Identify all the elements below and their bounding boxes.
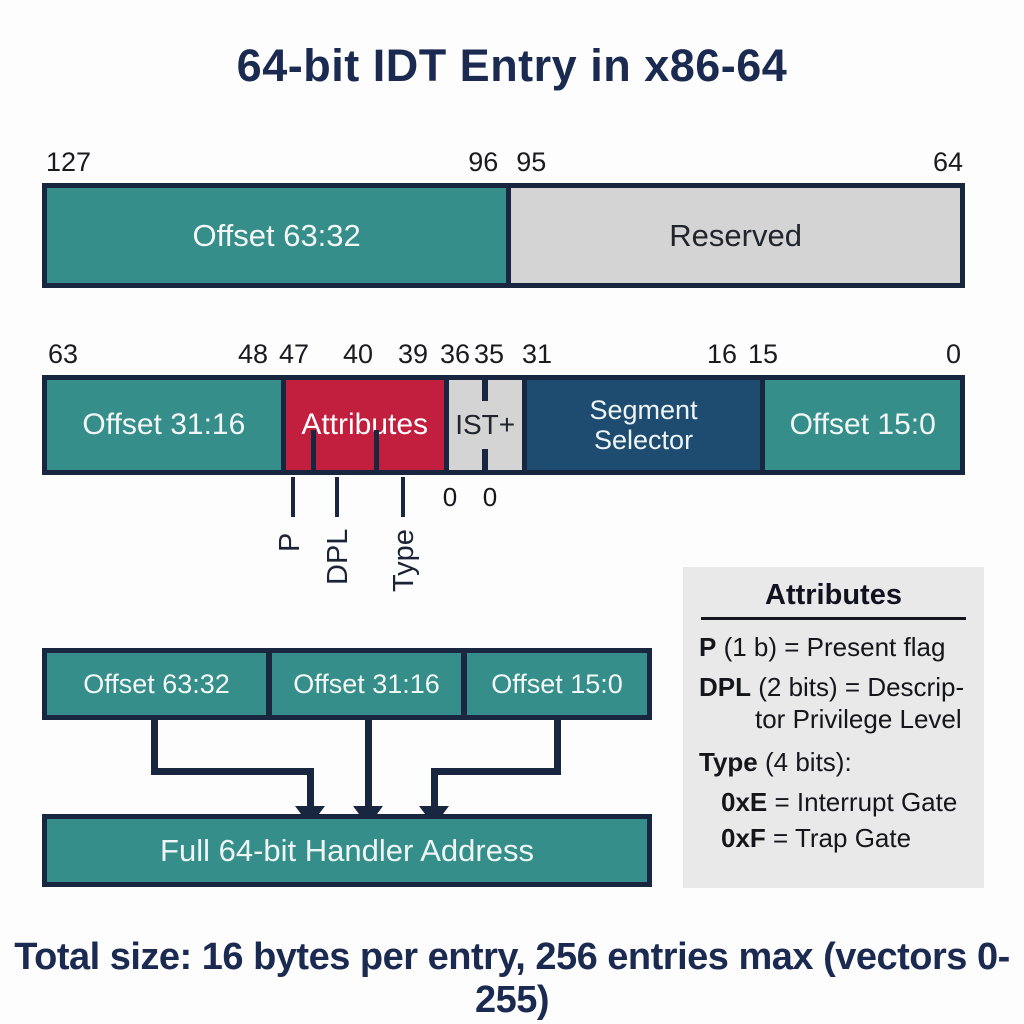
arrow-right-line	[431, 768, 438, 808]
connector-dpl	[335, 477, 339, 517]
bit-label-36: 36	[440, 339, 471, 369]
legend-item-dpl-continuation: tor Privilege Level	[755, 704, 962, 735]
bit-label-35: 35	[474, 339, 505, 369]
legend-term: 0xF	[721, 823, 766, 854]
bitfield-row-lower: Offset 31:16 Attributes IST+ Segment Sel…	[42, 375, 965, 475]
ist-subdivider	[482, 380, 489, 401]
field-segment-selector-label: Segment Selector	[589, 394, 698, 455]
row2-bit-labels: 63 48 47 40 39 36 35 31 16 15 0	[42, 339, 965, 369]
legend-item-0xf: 0xF = Trap Gate	[699, 823, 968, 854]
legend-item-0xe: 0xE = Interrupt Gate	[699, 787, 968, 818]
bit-label-64: 64	[932, 147, 963, 177]
field-offset-63-32: Offset 63:32	[47, 188, 507, 283]
field-reserved: Reserved	[511, 188, 960, 283]
bit-label-63: 63	[48, 339, 79, 369]
legend-term: DPL	[699, 671, 751, 702]
attributes-legend: Attributes P (1 b) = Present flag DPL (2…	[683, 567, 984, 888]
field-attributes: Attributes	[285, 380, 444, 470]
label-p: P	[274, 532, 306, 552]
zero-bit: 0	[482, 482, 498, 512]
field-ist-label: IST+	[455, 409, 516, 440]
bit-label-40: 40	[342, 339, 374, 369]
legend-text: = Trap Gate	[765, 823, 912, 854]
asm-offset-31-16: Offset 31:16	[272, 653, 461, 715]
total-size-caption: Total size: 16 bytes per entry, 256 entr…	[14, 936, 1010, 1021]
field-offset-31-16: Offset 31:16	[47, 380, 281, 470]
connector-p	[291, 477, 295, 517]
arrow-right-line	[554, 719, 561, 775]
arrow-left-line	[151, 768, 314, 775]
attributes-subdivider	[310, 429, 316, 470]
asm-offset-63-32: Offset 63:32	[47, 653, 266, 715]
legend-text: = Interrupt Gate	[767, 786, 958, 817]
legend-text: (1 b) = Present flag	[716, 632, 946, 662]
bit-label-48: 48	[237, 339, 268, 369]
asm-offset-15-0: Offset 15:0	[467, 653, 647, 715]
legend-term: 0xE	[721, 786, 768, 817]
legend-text: (4 bits):	[757, 747, 852, 778]
legend-item-p: P (1 b) = Present flag	[699, 632, 968, 663]
bit-label-0: 0	[945, 339, 961, 369]
ist-subdivider	[482, 449, 489, 470]
field-offset-15-0: Offset 15:0	[765, 380, 960, 470]
legend-item-dpl: DPL (2 bits) = Descrip-	[699, 672, 968, 703]
attributes-subdivider	[374, 429, 380, 470]
page-title: 64-bit IDT Entry in x86-64	[236, 40, 788, 91]
arrow-left-line	[151, 719, 158, 775]
connector-type	[401, 477, 405, 517]
zero-bit: 0	[442, 482, 458, 512]
handler-address-box: Full 64-bit Handler Address	[42, 814, 652, 887]
field-attributes-label: Attributes	[301, 408, 429, 441]
legend-item-type: Type (4 bits):	[699, 747, 968, 778]
legend-underline	[701, 617, 966, 620]
bit-label-31: 31	[522, 339, 553, 369]
arrow-left-line	[307, 768, 314, 808]
assembly-offsets-row: Offset 63:32 Offset 31:16 Offset 15:0	[42, 648, 652, 720]
bitfield-row-upper: Offset 63:32 Reserved	[42, 183, 965, 288]
bit-label-127: 127	[46, 147, 92, 177]
field-segment-selector: Segment Selector	[526, 380, 761, 470]
legend-text: (2 bits) = Descrip-	[751, 671, 965, 702]
label-type: Type	[388, 529, 420, 592]
bit-label-95: 95	[516, 147, 547, 177]
legend-heading: Attributes	[765, 579, 902, 611]
label-dpl: DPL	[322, 528, 354, 585]
arrow-middle-line	[365, 719, 372, 808]
bit-label-39: 39	[397, 339, 428, 369]
field-ist: IST+	[448, 380, 522, 470]
bit-label-96: 96	[468, 147, 499, 177]
row1-bit-labels: 127 96 95 64	[42, 147, 965, 177]
arrow-right-line	[431, 768, 561, 775]
bit-label-47: 47	[279, 339, 310, 369]
bit-label-16: 16	[706, 339, 737, 369]
legend-term: P	[699, 632, 717, 662]
bit-label-15: 15	[748, 339, 779, 369]
legend-term: Type	[699, 747, 758, 778]
